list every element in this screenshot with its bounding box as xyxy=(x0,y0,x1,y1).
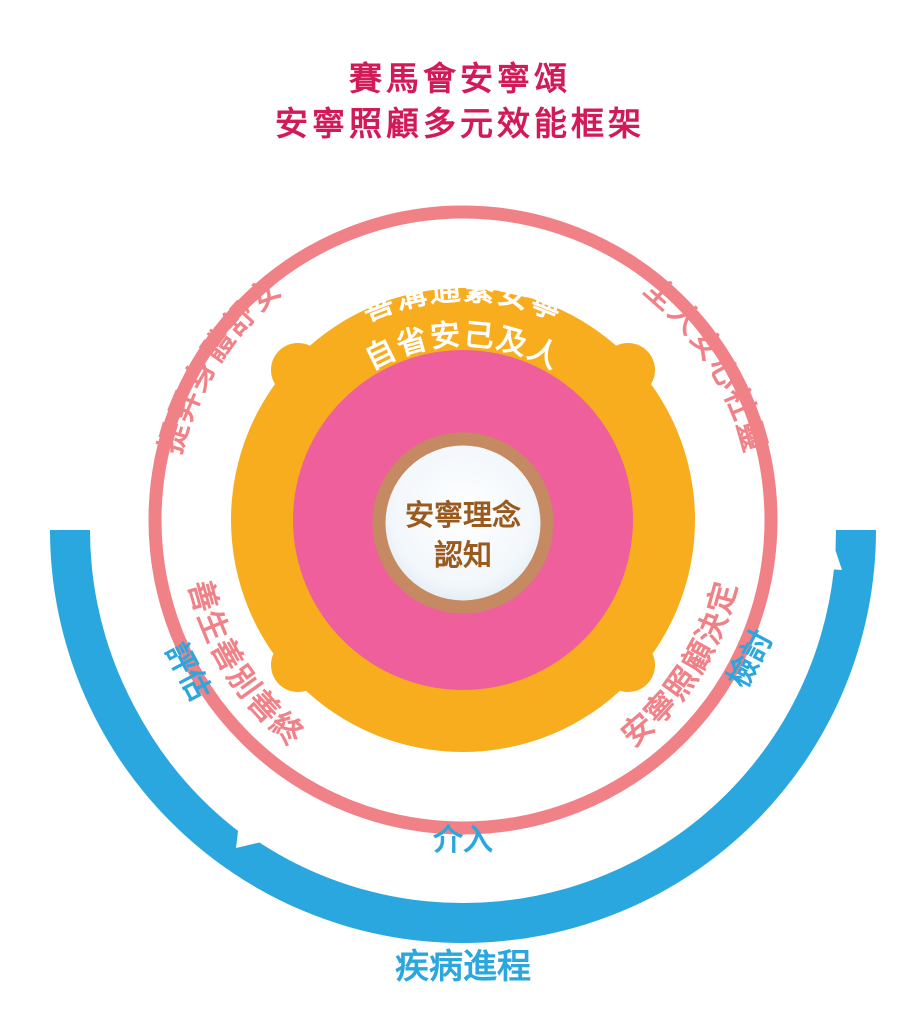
title-line-2: 安寧照顧多元效能框架 xyxy=(275,104,645,143)
process-track xyxy=(93,538,834,899)
disease-progress-label: 疾病進程 xyxy=(395,947,531,987)
title-line-1: 賽馬會安寧頌 xyxy=(349,59,571,98)
arrow-head-intervene-icon xyxy=(602,835,636,870)
core-text-line-1: 安寧理念 xyxy=(405,498,521,532)
core-circle xyxy=(372,432,554,614)
core-text-line-2: 認知 xyxy=(434,538,492,572)
intervene-label: 介入 xyxy=(432,823,493,858)
arrow-head-assess-icon xyxy=(236,815,270,848)
arrow-head-review-icon xyxy=(812,534,842,570)
